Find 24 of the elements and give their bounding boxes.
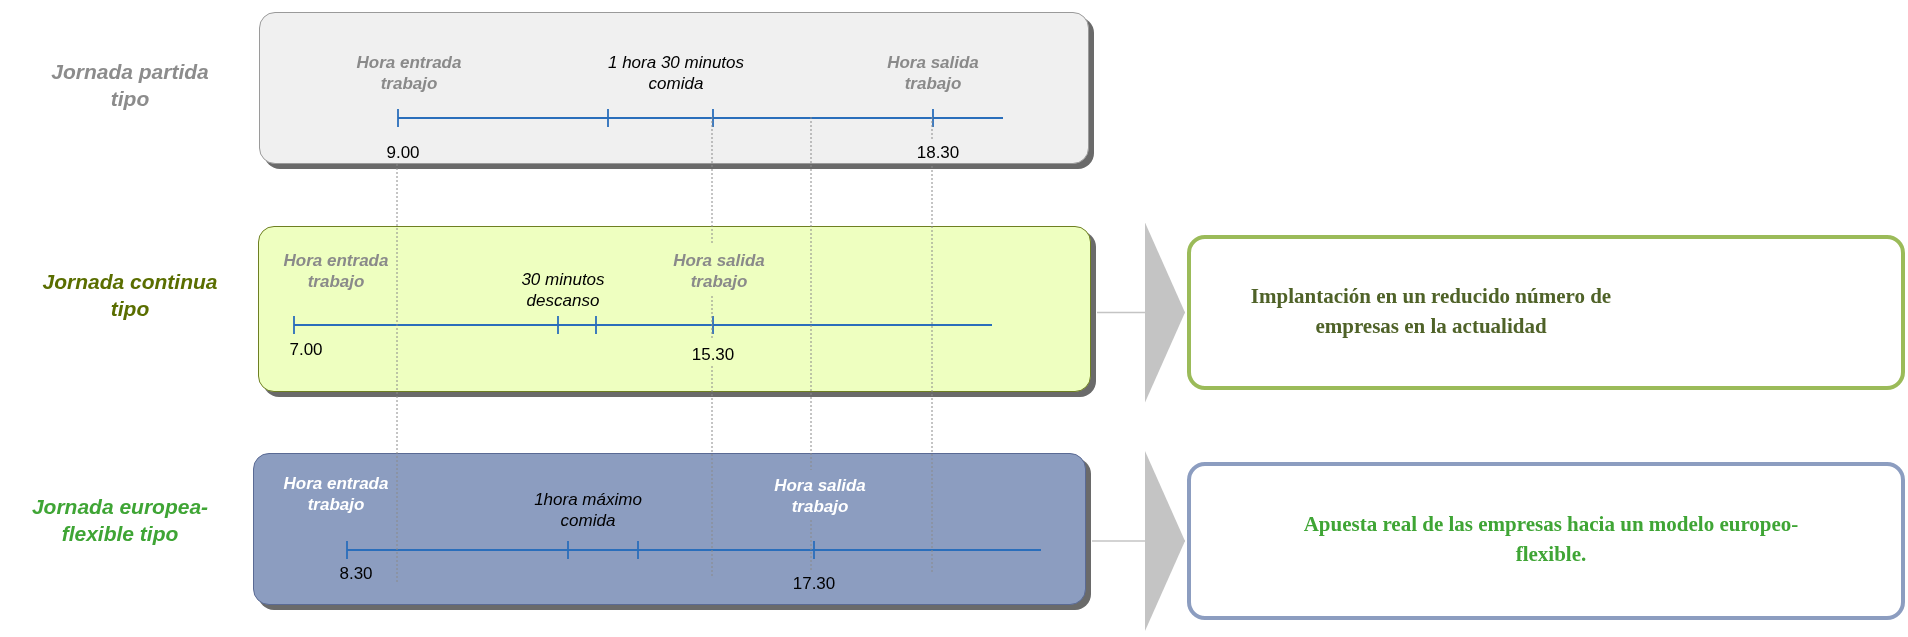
time-label: 9.00: [385, 142, 421, 163]
time-caption: Hora salida trabajo: [886, 52, 980, 94]
break-label: 1hora máximo comida: [533, 489, 643, 531]
break-label: 30 minutos descanso: [520, 269, 606, 311]
row-heading: Jornada partida tipo: [50, 59, 210, 112]
chevron-arrow: [1091, 451, 1186, 631]
time-label: 8.30: [338, 563, 374, 584]
time-label: 15.30: [690, 344, 736, 365]
time-caption: Hora entrada trabajo: [282, 473, 390, 515]
time-label: 17.30: [791, 573, 837, 594]
result-box: [1187, 235, 1905, 390]
break-label: 1 hora 30 minutos comida: [606, 52, 746, 94]
time-caption: Hora entrada trabajo: [355, 52, 463, 94]
result-text: Implantación en un reducido número de empresas en la actualidad: [1249, 282, 1613, 340]
result-box: [1187, 462, 1905, 620]
row-heading: Jornada europea-flexible tipo: [30, 494, 210, 547]
time-caption: Hora salida trabajo: [773, 475, 867, 517]
time-caption: Hora entrada trabajo: [282, 250, 390, 292]
chevron-arrow: [1096, 222, 1186, 403]
time-caption: Hora salida trabajo: [672, 250, 766, 292]
time-label: 7.00: [288, 339, 324, 360]
result-text: Apuesta real de las empresas hacia un modelo europeo-flexible.: [1302, 511, 1800, 568]
row-heading: Jornada continua tipo: [41, 269, 219, 322]
time-label: 18.30: [915, 142, 961, 163]
